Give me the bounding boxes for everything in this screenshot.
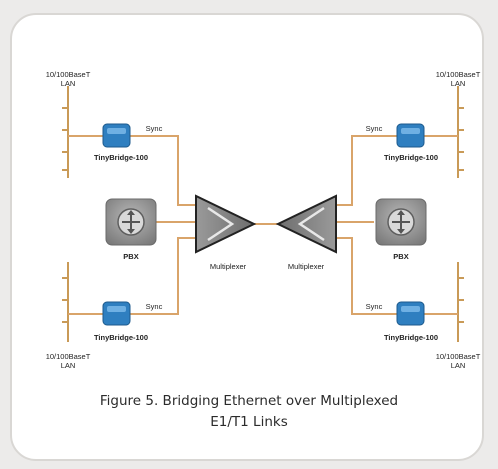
pbx-right-icon — [375, 198, 427, 246]
tinybridge-tr-icon — [396, 123, 425, 148]
pbx-left-icon — [105, 198, 157, 246]
pbx-label-right: PBX — [393, 252, 409, 261]
tinybridge-br-icon — [396, 301, 425, 326]
sync-label-bottom-left: Sync — [145, 302, 163, 311]
bridge-label-top-right: TinyBridge-100 — [383, 153, 439, 162]
multiplexer-left-icon — [195, 194, 257, 254]
mux-label-right: Multiplexer — [287, 262, 325, 271]
figure-caption: Figure 5. Bridging Ethernet over Multipl… — [99, 393, 399, 430]
tinybridge-tl-icon — [102, 123, 131, 148]
multiplexer-right-icon — [275, 194, 337, 254]
bridge-label-bottom-right: TinyBridge-100 — [383, 333, 439, 342]
sync-label-top-right: Sync — [365, 124, 383, 133]
tinybridge-bl-icon — [102, 301, 131, 326]
sync-label-bottom-right: Sync — [365, 302, 383, 311]
bridge-label-bottom-left: TinyBridge-100 — [93, 333, 149, 342]
sync-label-top-left: Sync — [145, 124, 163, 133]
mux-label-left: Multiplexer — [209, 262, 247, 271]
pbx-label-left: PBX — [123, 252, 139, 261]
bridge-label-top-left: TinyBridge-100 — [93, 153, 149, 162]
